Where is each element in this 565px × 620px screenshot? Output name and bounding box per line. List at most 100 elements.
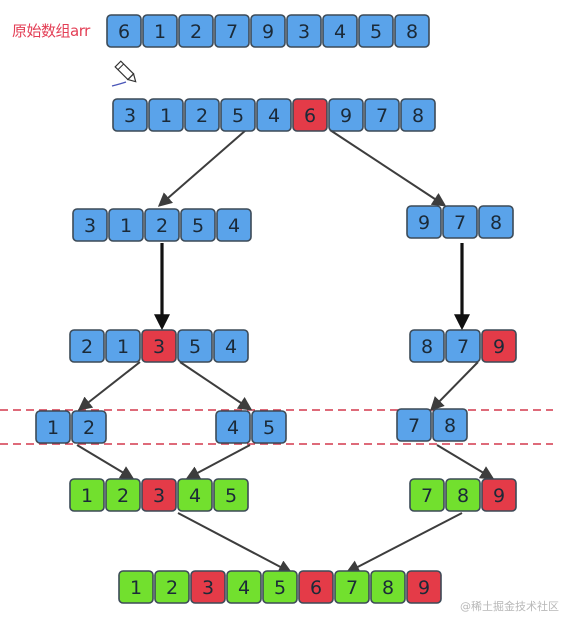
array-cell-value: 9 [340, 105, 352, 127]
array-cell-box [298, 570, 334, 604]
array-cell: 9 [328, 98, 364, 132]
array-cell-box [215, 410, 251, 444]
array-cell: 6 [298, 570, 334, 604]
array-cell-value: 7 [457, 336, 469, 358]
array-cell-box [328, 98, 364, 132]
array-cell-value: 1 [160, 105, 172, 127]
array-cell-value: 8 [457, 485, 469, 507]
array-cell: 4 [216, 208, 252, 242]
array-cell-box [142, 14, 178, 48]
array-cell-box [106, 14, 142, 48]
array-cell: 7 [445, 329, 481, 363]
array-cell-value: 8 [490, 212, 502, 234]
array-cell-box [334, 570, 370, 604]
array-cell-value: 2 [117, 485, 129, 507]
array-cell: 3 [141, 329, 177, 363]
array-cell: 1 [118, 570, 154, 604]
array-cell-box [148, 98, 184, 132]
array-cell-box [69, 329, 105, 363]
arrow-right-left-to-sorted [436, 444, 495, 480]
array-cell-value: 7 [226, 21, 238, 43]
array-cell-value: 7 [346, 577, 358, 599]
arrow-right-sorted-to-final [345, 512, 463, 574]
array-cell-box [400, 98, 436, 132]
array-cell: 2 [178, 14, 214, 48]
array-cell: 3 [72, 208, 108, 242]
array-cell-value: 3 [84, 215, 96, 237]
array-cell-value: 5 [370, 21, 382, 43]
array-cell: 9 [250, 14, 286, 48]
array-cell-value: 9 [262, 21, 274, 43]
array-cell: 1 [35, 410, 71, 444]
array-cell-box [370, 570, 406, 604]
array-cell: 8 [400, 98, 436, 132]
array-cell: 8 [445, 478, 481, 512]
array-cell: 9 [406, 205, 442, 239]
array-cell: 3 [286, 14, 322, 48]
array-cell-value: 9 [418, 212, 430, 234]
array-cell-box [35, 410, 71, 444]
array-cell: 5 [251, 410, 287, 444]
array-cell: 1 [108, 208, 144, 242]
array-cell-box [396, 408, 432, 442]
array-cell: 5 [220, 98, 256, 132]
array-cell: 5 [358, 14, 394, 48]
array-cell-value: 4 [238, 577, 250, 599]
array-cell: 6 [292, 98, 328, 132]
array-cell-value: 9 [418, 577, 430, 599]
array-cell: 2 [154, 570, 190, 604]
array-cell-value: 5 [232, 105, 244, 127]
array-cell-value: 3 [124, 105, 136, 127]
arrow-partition-to-right [329, 129, 447, 207]
array-cell-value: 2 [83, 417, 95, 439]
array-cell: 9 [406, 570, 442, 604]
array-cell-value: 4 [228, 215, 240, 237]
array-cell-value: 1 [130, 577, 142, 599]
array-cell: 9 [481, 329, 517, 363]
array-cell-value: 8 [382, 577, 394, 599]
array-cell-box [409, 478, 445, 512]
array-cell-box [141, 329, 177, 363]
watermark: @稀土掘金技术社区 [460, 600, 559, 613]
array-cell-value: 1 [120, 215, 132, 237]
array-cell: 1 [142, 14, 178, 48]
array-cell-box [154, 570, 190, 604]
array-cell: 2 [184, 98, 220, 132]
array-cell-value: 5 [263, 417, 275, 439]
array-cell-value: 4 [268, 105, 280, 127]
array-cell: 4 [322, 14, 358, 48]
array-cell-box [69, 478, 105, 512]
array-cell-value: 6 [310, 577, 322, 599]
array-cell-box [112, 98, 148, 132]
array-cell: 3 [190, 570, 226, 604]
array-cell-box [442, 205, 478, 239]
array-cell-value: 4 [225, 336, 237, 358]
array-cell-box [406, 205, 442, 239]
array-cell-box [180, 208, 216, 242]
array-cell-value: 2 [166, 577, 178, 599]
array-cell-box [144, 208, 180, 242]
array-cell: 1 [105, 329, 141, 363]
pencil-mark [111, 81, 127, 87]
array-cell-value: 3 [202, 577, 214, 599]
array-cell-box [118, 570, 154, 604]
array-cell-box [105, 329, 141, 363]
array-cell: 4 [215, 410, 251, 444]
array-cell-value: 1 [81, 485, 93, 507]
array-cell: 2 [71, 410, 107, 444]
array-cell: 2 [105, 478, 141, 512]
array-cell-box [226, 570, 262, 604]
array-cell-box [214, 14, 250, 48]
arrow-left-left-to-sorted [76, 444, 135, 480]
pencil-icon [114, 60, 137, 83]
